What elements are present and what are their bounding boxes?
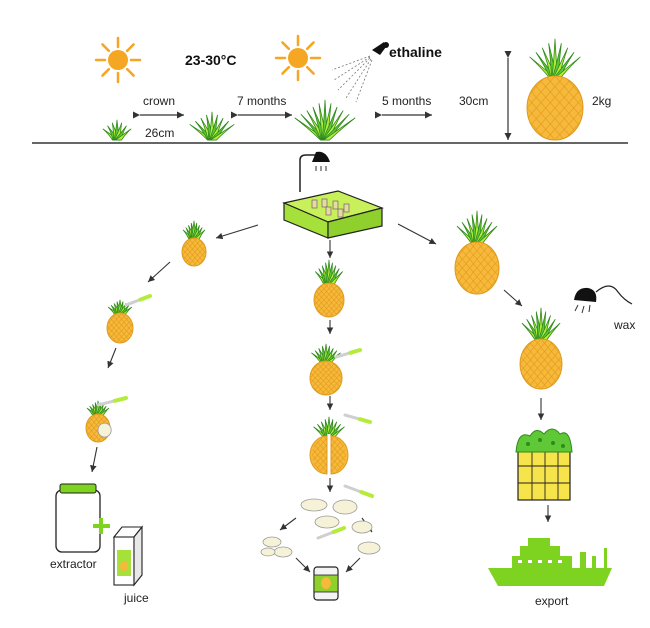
weight-label: 2kg xyxy=(592,94,612,108)
pineapple xyxy=(313,259,345,318)
young-plant xyxy=(189,111,235,141)
temperature-label: 23-30°C xyxy=(185,52,237,68)
pineapple-peeled xyxy=(85,400,112,443)
pineapple xyxy=(181,220,207,267)
sun-icon xyxy=(94,36,142,84)
crown-label: crown xyxy=(143,94,176,108)
ship-icon xyxy=(488,538,612,586)
knife-icon xyxy=(96,294,374,540)
growth-5-months-label: 5 months xyxy=(382,94,432,108)
arrow-l2 xyxy=(107,347,117,369)
arrow-m5 xyxy=(279,517,297,531)
pineapple-waxed xyxy=(519,307,563,390)
arrow-m8 xyxy=(345,557,361,573)
washing-tank xyxy=(282,190,384,239)
mature-plant xyxy=(294,99,356,141)
spray-icon xyxy=(331,42,389,103)
ethaline-label: ethaline xyxy=(389,44,442,60)
extractor-label: extractor xyxy=(50,557,97,571)
lamp-icon xyxy=(574,285,633,314)
pineapple-topped xyxy=(106,299,134,344)
ripe-pineapple xyxy=(526,38,584,141)
arrow-branch-left xyxy=(215,224,259,240)
sun-icon xyxy=(274,34,322,82)
jar-icon xyxy=(55,483,110,553)
shower-icon xyxy=(299,151,330,192)
arrow-branch-right xyxy=(397,223,437,245)
juice-carton-icon xyxy=(112,525,144,587)
arrow-l3 xyxy=(90,446,98,473)
height-label: 30cm xyxy=(459,94,489,108)
juice-label: juice xyxy=(124,591,149,605)
pineapple-slices xyxy=(260,498,381,558)
pineapple-halved xyxy=(309,416,349,476)
crown-plant xyxy=(102,119,132,141)
wax-label: wax xyxy=(614,318,636,332)
crown-size-label: 26cm xyxy=(145,126,175,140)
pineapple-large xyxy=(454,210,500,295)
arrow-m7 xyxy=(295,557,311,573)
crate-icon xyxy=(515,428,573,501)
can-icon xyxy=(313,566,339,601)
export-label: export xyxy=(535,594,569,608)
arrow-r1 xyxy=(503,289,523,307)
growth-7-months-label: 7 months xyxy=(237,94,287,108)
arrow-l1 xyxy=(147,261,171,283)
